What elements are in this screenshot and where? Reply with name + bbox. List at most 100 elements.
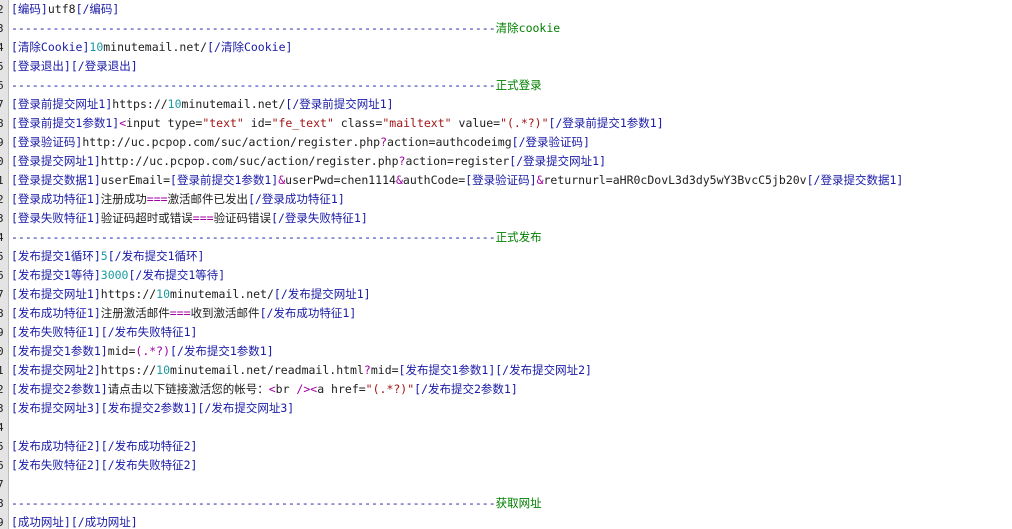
code-token: 注册成功	[100, 192, 147, 206]
code-token: [/登录退出]	[70, 59, 138, 73]
line-number: 5	[0, 60, 4, 73]
line-number: 9	[0, 516, 4, 529]
code-token: authCode=	[402, 173, 466, 187]
code-token: [/发布失败特征2]	[100, 458, 198, 472]
code-token: ===	[192, 211, 214, 225]
code-token: 注册激活邮件	[100, 306, 170, 320]
code-token: ===	[146, 192, 168, 206]
line-content: [发布提交1循环]5[/发布提交1循环]	[11, 247, 204, 266]
code-token: [发布成功特征1]	[11, 306, 101, 320]
code-token: [/发布提交1循环]	[107, 249, 205, 263]
code-token: mid=	[370, 363, 399, 377]
line-number: 8	[0, 307, 4, 320]
code-token: ?	[398, 154, 406, 168]
code-token: [/编码]	[75, 2, 120, 16]
line-number-gutter	[0, 0, 9, 529]
code-token: [/登录验证码]	[511, 135, 590, 149]
code-token: 5	[100, 249, 108, 263]
code-token: "(.*?)"	[365, 382, 415, 396]
line-content: [登录验证码]http://uc.pcpop.com/suc/action/re…	[11, 133, 590, 152]
line-number: 1	[0, 174, 4, 187]
line-number: 6	[0, 269, 4, 282]
code-token: returnurl=aHR0cDovL3d3dy5wY3BvcC5jb20v	[543, 173, 807, 187]
code-token: [发布失败特征2]	[11, 458, 101, 472]
code-token: [/登录前提交1参数1]	[548, 116, 664, 130]
code-token: 清除cookie	[495, 21, 561, 35]
code-token: [登录失败特征1]	[11, 211, 101, 225]
line-content: ----------------------------------------…	[11, 19, 560, 38]
code-token: (.*?)	[135, 344, 171, 358]
code-token: ===	[169, 306, 191, 320]
code-token: [发布提交1等待]	[11, 268, 101, 282]
code-token: [发布提交2参数1]	[11, 382, 108, 396]
line-number: 8	[0, 117, 4, 130]
code-token: mid=	[107, 344, 136, 358]
code-token: minutemail.net/readmail.html	[170, 363, 364, 377]
code-token: 10	[167, 97, 182, 111]
code-token: 3000	[100, 268, 129, 282]
code-token: [登录前提交1参数1]	[170, 173, 279, 187]
code-token: 10	[89, 40, 104, 54]
code-token: &	[395, 173, 403, 187]
line-content: [发布提交网址2]https://10minutemail.net/readma…	[11, 361, 592, 380]
code-token: ----------------------------------------…	[11, 21, 496, 35]
code-token: value=	[451, 116, 501, 130]
line-number: 1	[0, 364, 4, 377]
line-content: [登录前提交1参数1]<input type="text" id="fe_tex…	[11, 114, 664, 133]
line-number: 3	[0, 22, 4, 35]
line-number: 8	[0, 497, 4, 510]
line-content: [登录退出][/登录退出]	[11, 57, 138, 76]
code-token: [登录验证码]	[465, 173, 537, 187]
line-content: [发布失败特征1][/发布失败特征1]	[11, 323, 197, 342]
line-number: 7	[0, 288, 4, 301]
line-content: [登录失败特征1]验证码超时或错误===验证码错误[/登录失败特征1]	[11, 209, 368, 228]
line-number: 4	[0, 231, 4, 244]
code-token: &	[536, 173, 544, 187]
line-number: 4	[0, 41, 4, 54]
code-token: [/登录成功特征1]	[248, 192, 345, 206]
line-content: [发布成功特征1]注册激活邮件===收到激活邮件[/发布成功特征1]	[11, 304, 356, 323]
code-token: [发布提交网址3]	[11, 401, 101, 415]
code-token: [发布失败特征1]	[11, 325, 101, 339]
code-token: http://uc.pcpop.com/suc/action/register.…	[82, 135, 381, 149]
code-token: [/发布失败特征1]	[100, 325, 198, 339]
code-token: [登录提交数据1]	[11, 173, 101, 187]
line-number: 9	[0, 136, 4, 149]
line-number: 0	[0, 155, 4, 168]
line-content: [发布提交1参数1]mid=(.*?)[/发布提交1参数1]	[11, 342, 274, 361]
line-content: [登录成功特征1]注册成功===激活邮件已发出[/登录成功特征1]	[11, 190, 345, 209]
line-number: 2	[0, 383, 4, 396]
code-token: "(.*?)"	[500, 116, 549, 130]
code-token: [清除Cookie]	[11, 40, 90, 54]
line-content: [成功网址][/成功网址]	[11, 513, 138, 529]
code-token: a href=	[317, 382, 366, 396]
code-token: [/发布提交网址1]	[273, 287, 371, 301]
line-number: 4	[0, 421, 4, 434]
code-token: ?	[363, 363, 371, 377]
line-number: 3	[0, 402, 4, 415]
line-content: [发布提交2参数1]请点击以下链接激活您的帐号：<br /><a href="(…	[11, 380, 518, 399]
code-token: https://	[100, 287, 157, 301]
code-token: "fe_text"	[271, 116, 334, 130]
code-token: [发布提交2参数1]	[100, 401, 198, 415]
line-number: 5	[0, 440, 4, 453]
line-content: [发布提交网址3][发布提交2参数1][/发布提交网址3]	[11, 399, 294, 418]
code-token: 10	[156, 363, 171, 377]
code-token: [登录前提交网址1]	[11, 97, 113, 111]
code-token: 收到激活邮件	[190, 306, 260, 320]
code-token: userEmail=	[100, 173, 171, 187]
code-token: ----------------------------------------…	[11, 230, 496, 244]
code-token: [登录成功特征1]	[11, 192, 101, 206]
line-number: 6	[0, 79, 4, 92]
code-token: ----------------------------------------…	[11, 496, 496, 510]
code-token: [登录提交网址1]	[11, 154, 101, 168]
code-token: [/发布提交1等待]	[128, 268, 226, 282]
code-token: [登录前提交1参数1]	[11, 116, 120, 130]
code-token: minutemail.net/	[181, 97, 286, 111]
code-token: minutemail.net/	[170, 287, 274, 301]
code-token: https://	[112, 97, 168, 111]
code-token: /><	[296, 382, 318, 396]
code-token: 正式发布	[495, 230, 542, 244]
code-token: br	[275, 382, 297, 396]
